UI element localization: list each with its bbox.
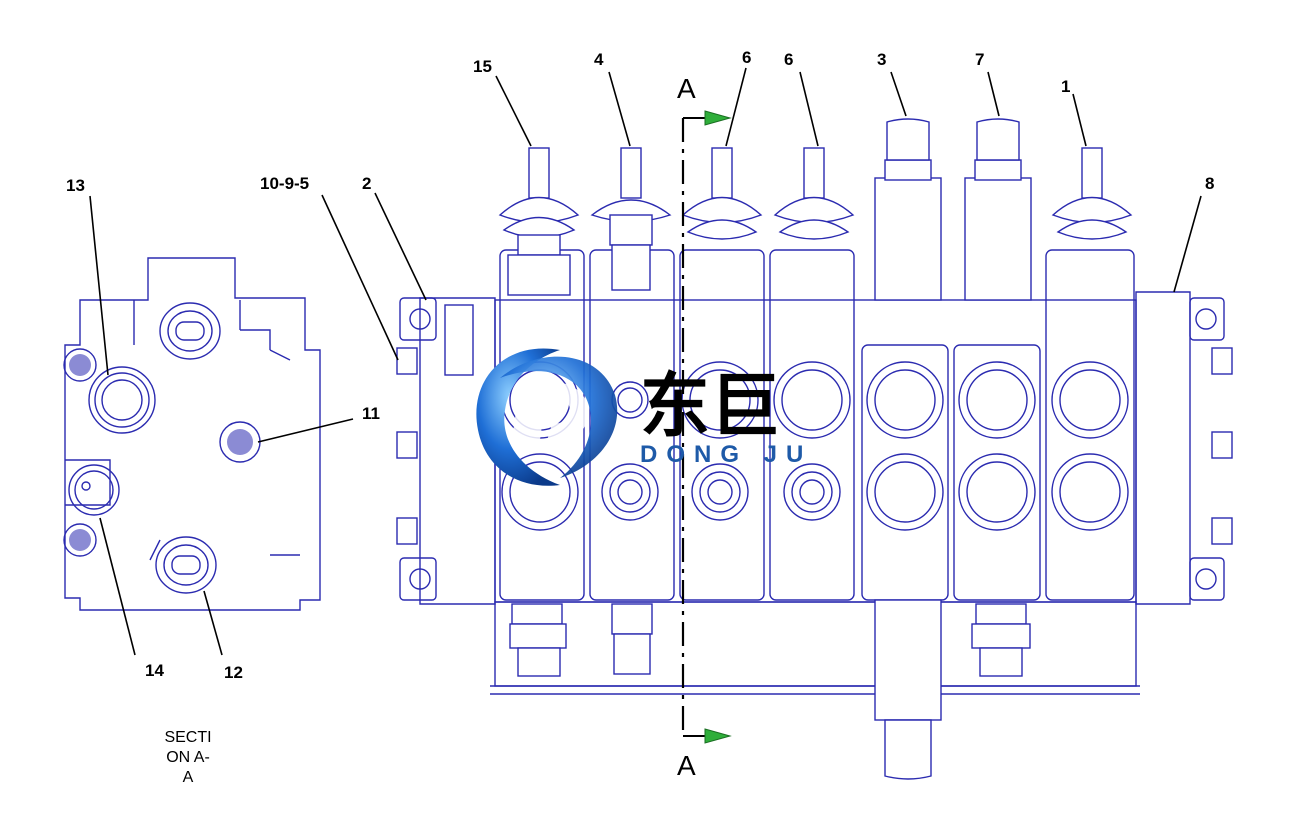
callout-14: 14 [145, 661, 164, 680]
lower-fittings [509, 603, 1031, 677]
callout-15: 15 [473, 57, 492, 76]
plug-11 [219, 421, 261, 463]
section-view [63, 257, 321, 611]
callout-12: 12 [224, 663, 243, 682]
section-caption: SECTI ON A- A [164, 729, 211, 786]
leader-lines [89, 67, 1202, 656]
plug-left-lower [63, 523, 97, 557]
relief-valve-7 [964, 118, 1032, 301]
spool-handles [498, 147, 1133, 296]
callout-2: 2 [362, 174, 371, 193]
callout-labels: 15 4 6 6 3 7 1 8 2 10-9-5 13 11 14 12 [66, 48, 1214, 682]
section-arrow-top [704, 110, 732, 126]
callout-11: 11 [362, 404, 380, 423]
watermark-chinese: 东巨 [640, 365, 780, 447]
section-line [681, 110, 732, 744]
plug-left-upper [63, 348, 97, 382]
callout-10-9-5: 10-9-5 [260, 174, 309, 193]
logo-emblem [476, 348, 618, 486]
callout-7: 7 [975, 50, 984, 69]
relief-valve-3 [874, 118, 942, 780]
section-mark-bottom: A [677, 750, 696, 781]
section-arrow-bottom [704, 728, 732, 744]
callout-6-left: 6 [742, 48, 751, 67]
callout-4: 4 [594, 50, 604, 69]
callout-1: 1 [1061, 77, 1070, 96]
callout-8: 8 [1205, 174, 1214, 193]
section-mark-top: A [677, 73, 696, 104]
callout-13: 13 [66, 176, 85, 195]
watermark-logo: 东巨 DONG JU [476, 348, 812, 486]
ports-lower [501, 453, 1129, 531]
callout-3: 3 [877, 50, 886, 69]
callout-6-right: 6 [784, 50, 793, 69]
watermark-latin: DONG JU [640, 441, 812, 468]
valve-body [396, 118, 1233, 780]
section-caption-line-3: A [183, 769, 194, 786]
ports-upper [501, 361, 1129, 439]
section-caption-line-2: ON A- [166, 749, 210, 766]
section-caption-line-1: SECTI [164, 729, 211, 746]
